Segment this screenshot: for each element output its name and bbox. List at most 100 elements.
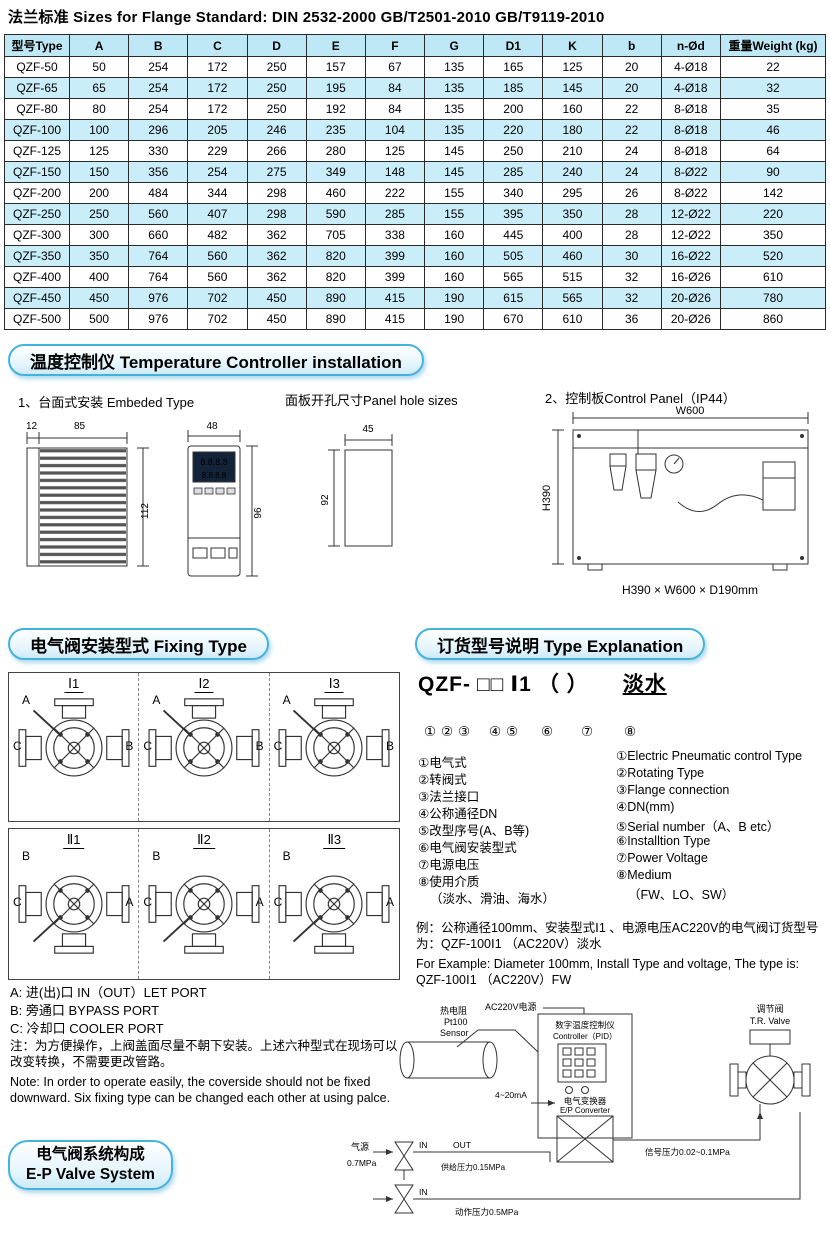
- embedded-type-label: 1、台面式安装 Embeded Type: [18, 395, 195, 410]
- table-header-cell: A: [68, 34, 130, 57]
- table-cell: 350: [68, 245, 130, 267]
- table-cell: 205: [187, 119, 248, 141]
- port-def-a: A: 进(出)口 IN（OUT）LET PORT: [10, 985, 207, 1000]
- table-cell: 484: [128, 182, 189, 204]
- table-cell: 250: [483, 140, 544, 162]
- table-cell: 12-Ø22: [660, 224, 722, 246]
- model-part-voltage: （ ）: [537, 673, 589, 696]
- section-pill-temperature-label: 温度控制仪 Temperature Controller installatio…: [30, 352, 402, 372]
- sensor-label-type: Pt100: [444, 1017, 468, 1027]
- port-label: A: [282, 693, 291, 707]
- table-cell: 246: [246, 119, 307, 141]
- heatsink-fins: [40, 449, 126, 565]
- table-cell: 560: [128, 203, 189, 225]
- table-cell: 67: [364, 56, 426, 78]
- fixing-diagrams-row1: Ⅰ1 A C B Ⅰ2 A C B Ⅰ3 A C B: [8, 672, 400, 822]
- table-cell: 135: [424, 98, 485, 120]
- table-cell: 30: [601, 245, 662, 267]
- table-cell: 560: [187, 266, 248, 288]
- port-label: A: [255, 895, 264, 909]
- table-cell: 350: [720, 224, 826, 246]
- table-cell: QZF-80: [4, 98, 70, 120]
- table-cell: 24: [601, 140, 662, 162]
- table-cell: 702: [187, 287, 248, 309]
- table-cell: 296: [128, 119, 189, 141]
- cn-item-6: ⑥电气阀安装型式: [418, 841, 517, 855]
- table-header-cell: D1: [483, 34, 544, 57]
- cn-item-3: ③法兰接口: [418, 790, 480, 804]
- fixing-type-name: Ⅰ1: [64, 676, 84, 693]
- fixing-type-name: Ⅰ2: [194, 676, 214, 693]
- table-cell: QZF-250: [4, 203, 70, 225]
- port-label: A: [125, 895, 134, 909]
- embedded-type-diagram: 12 85 112: [26, 421, 151, 567]
- table-cell: 450: [68, 287, 130, 309]
- circled-5: ⑤: [506, 724, 519, 739]
- port-label: B: [282, 849, 291, 863]
- circled-2: ②: [441, 724, 454, 739]
- section-pill-type-explanation: 订货型号说明 Type Explanation: [415, 628, 706, 660]
- panel-hole-label: 面板开孔尺寸Panel hole sizes: [285, 393, 458, 408]
- table-cell: 275: [246, 161, 307, 183]
- en-item-7: ⑦Power Voltage: [616, 851, 708, 865]
- table-cell: 220: [483, 119, 544, 141]
- table-header-cell: 重量Weight (kg): [720, 34, 826, 57]
- table-cell: 35: [720, 98, 826, 120]
- table-cell: 90: [720, 161, 826, 183]
- table-cell: 84: [364, 77, 426, 99]
- power-label: AC220V电源: [485, 1001, 537, 1012]
- table-cell: 407: [187, 203, 248, 225]
- circled-6: ⑥: [541, 724, 554, 739]
- model-part-medium: 淡水: [622, 673, 667, 696]
- panel-hole-outline: [328, 434, 393, 547]
- port-label: C: [13, 739, 22, 753]
- cn-item-5: ⑤改型序号(A、B等): [418, 824, 530, 838]
- table-cell: 250: [246, 77, 307, 99]
- en-item-6: ⑥Installtion Type: [616, 834, 711, 848]
- table-cell: 399: [364, 266, 426, 288]
- table-cell: 32: [601, 287, 662, 309]
- table-cell: QZF-150: [4, 161, 70, 183]
- cn-item-2: ②转阀式: [418, 773, 467, 787]
- section-pill-ep-system: 电气阀系统构成 E-P Valve System: [8, 1140, 173, 1190]
- circled-3: ③: [458, 724, 471, 739]
- table-cell: 356: [128, 161, 189, 183]
- table-header-cell: n-Ød: [660, 34, 722, 57]
- port-label: A: [385, 895, 394, 909]
- table-cell: 16-Ø22: [660, 245, 722, 267]
- table-cell: 362: [246, 245, 307, 267]
- table-cell: 515: [542, 266, 603, 288]
- section-pill-temperature-controller: 温度控制仪 Temperature Controller installatio…: [8, 344, 424, 376]
- table-cell: 135: [424, 119, 485, 141]
- cn-item-7: ⑦电源电压: [418, 858, 480, 872]
- table-cell: 46: [720, 119, 826, 141]
- table-cell: 229: [187, 140, 248, 162]
- table-cell: 12-Ø22: [660, 203, 722, 225]
- table-cell: 28: [601, 203, 662, 225]
- circled-8: ⑧: [624, 724, 637, 739]
- dim-48: 48: [206, 421, 218, 432]
- dim-h390: H390: [541, 485, 553, 511]
- table-cell: 460: [305, 182, 366, 204]
- table-cell: 266: [246, 140, 307, 162]
- port-label: B: [255, 739, 264, 753]
- table-cell: 610: [542, 308, 603, 330]
- control-panel-bolts: [577, 434, 804, 560]
- controller-outline: [187, 430, 258, 577]
- table-cell: 705: [305, 224, 366, 246]
- table-cell: QZF-400: [4, 266, 70, 288]
- table-cell: 860: [720, 308, 826, 330]
- table-cell: 28: [601, 224, 662, 246]
- table-cell: 254: [187, 161, 248, 183]
- table-cell: 185: [483, 77, 544, 99]
- table-cell: 125: [542, 56, 603, 78]
- table-cell: 450: [246, 308, 307, 330]
